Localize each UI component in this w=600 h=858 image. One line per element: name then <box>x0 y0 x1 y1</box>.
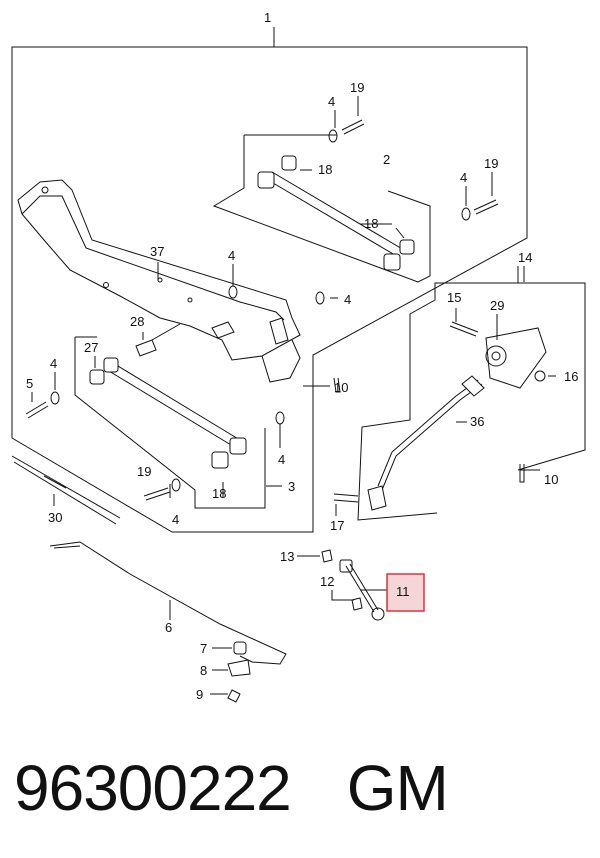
bolt-10 <box>519 464 525 483</box>
callout-8: 8 <box>200 663 207 678</box>
bolt-19 <box>473 199 499 215</box>
washer-4 <box>275 411 285 425</box>
bolt-15 <box>449 321 479 337</box>
callout-2: 2 <box>383 152 390 167</box>
bolt-10 <box>333 377 341 393</box>
assembly-1-boundary <box>11 27 528 533</box>
callout-1: 1 <box>264 10 271 25</box>
callout-4: 4 <box>228 248 235 263</box>
callout-11: 11 <box>396 584 410 599</box>
lateral-arm-2 <box>257 155 415 271</box>
bolt-9 <box>227 689 241 703</box>
callout-14: 14 <box>518 250 532 265</box>
bushing-28 <box>135 339 157 357</box>
callout-19: 19 <box>350 80 364 95</box>
rod-30 <box>11 455 121 525</box>
callout-4: 4 <box>278 452 285 467</box>
rear-suspension-exploded-diagram: 1 19 4 2 18 19 4 18 37 4 14 15 29 4 28 2… <box>11 10 586 703</box>
part-number-footer: 96300222 GM <box>14 748 594 828</box>
callout-7: 7 <box>200 641 207 656</box>
callout-28: 28 <box>130 314 144 329</box>
callout-3: 3 <box>288 479 295 494</box>
crossmember-37 <box>17 179 301 383</box>
part-number: 96300222 <box>14 752 292 824</box>
callout-6: 6 <box>165 620 172 635</box>
callout-27: 27 <box>84 340 98 355</box>
nut-16 <box>534 370 546 382</box>
callout-18: 18 <box>212 486 226 501</box>
link-11 <box>345 563 379 613</box>
callout-18: 18 <box>318 162 332 177</box>
washer-4 <box>50 391 60 405</box>
bolt-19 <box>143 487 171 501</box>
callout-19: 19 <box>137 464 151 479</box>
lateral-arm-3 <box>89 357 247 469</box>
stabilizer-36 <box>377 379 483 491</box>
callout-17: 17 <box>330 518 344 533</box>
bolt-17 <box>333 493 359 503</box>
callout-4: 4 <box>344 292 351 307</box>
nut-12 <box>351 597 363 611</box>
callout-36: 36 <box>470 414 484 429</box>
stabilizer-14-boundary <box>357 266 586 521</box>
callout-37: 37 <box>150 244 164 259</box>
clamp-8 <box>227 659 251 677</box>
arm-3-boundary <box>74 336 266 509</box>
end-link-bracket <box>367 485 387 511</box>
callout-10: 10 <box>544 472 558 487</box>
callout-4: 4 <box>50 356 57 371</box>
callout-12: 12 <box>320 574 334 589</box>
bracket-29 <box>485 327 547 389</box>
callout-19: 19 <box>484 156 498 171</box>
bolt-5 <box>25 401 49 419</box>
bushing-7 <box>233 641 247 655</box>
stabilizer-bar-6 <box>49 541 287 665</box>
callout-29: 29 <box>490 298 504 313</box>
callout-4: 4 <box>172 512 179 527</box>
callout-15: 15 <box>447 290 461 305</box>
callout-10: 10 <box>334 380 348 395</box>
callout-4: 4 <box>460 170 467 185</box>
washer-4 <box>328 129 338 143</box>
callout-18: 18 <box>364 216 378 231</box>
washer-4 <box>171 478 181 492</box>
highlight-part-11 <box>386 573 425 612</box>
callout-9: 9 <box>196 687 203 702</box>
arm-2-boundary <box>212 134 431 283</box>
bolt-19 <box>341 119 365 135</box>
washer-4 <box>461 207 471 221</box>
washer-4 <box>315 291 325 305</box>
callout-30: 30 <box>48 510 62 525</box>
callout-5: 5 <box>26 376 33 391</box>
callout-13: 13 <box>280 549 294 564</box>
brand-name: GM <box>346 752 449 824</box>
callout-4: 4 <box>328 94 335 109</box>
nut-13 <box>321 549 333 563</box>
callout-16: 16 <box>564 369 578 384</box>
